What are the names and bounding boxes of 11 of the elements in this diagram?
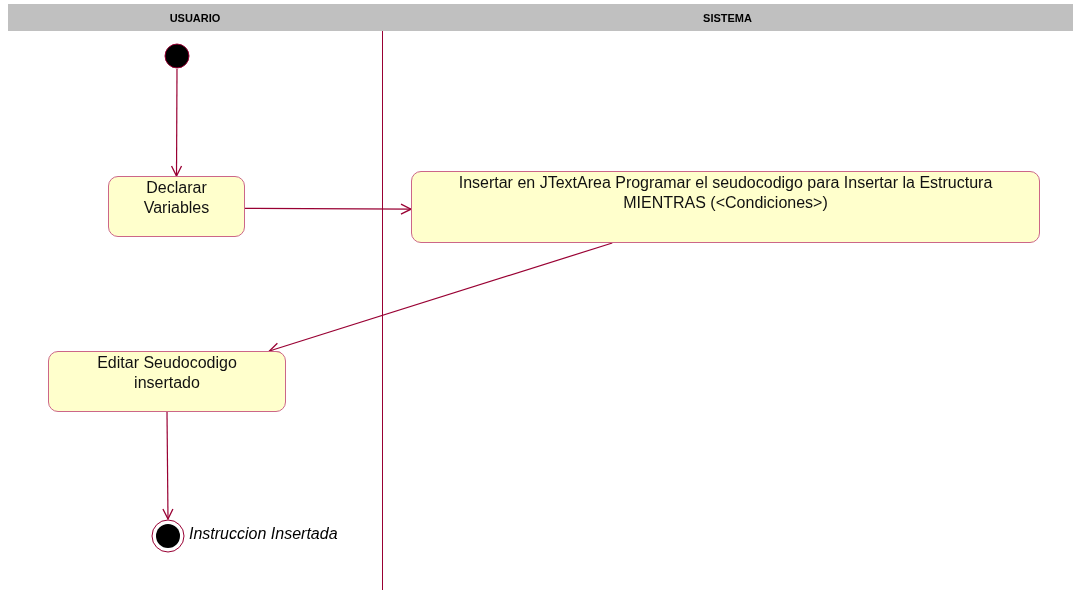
activity-box: Editar Seudocodigo insertado	[48, 351, 286, 412]
end-node	[151, 519, 185, 553]
arrow	[170, 68, 183, 177]
activity-box: Declarar Variables	[108, 176, 245, 237]
arrow	[244, 203, 412, 215]
start-node	[164, 43, 190, 69]
node-caption: Instruccion Insertada	[189, 525, 338, 543]
activity-box: Insertar en JTextArea Programar el seudocodigo para Insertar la Estructura MIENTRAS (<Condiciones>)	[411, 171, 1040, 243]
lane-header: USUARIO	[8, 4, 382, 31]
arrow	[162, 411, 174, 520]
lane-header: SISTEMA	[382, 4, 1073, 31]
